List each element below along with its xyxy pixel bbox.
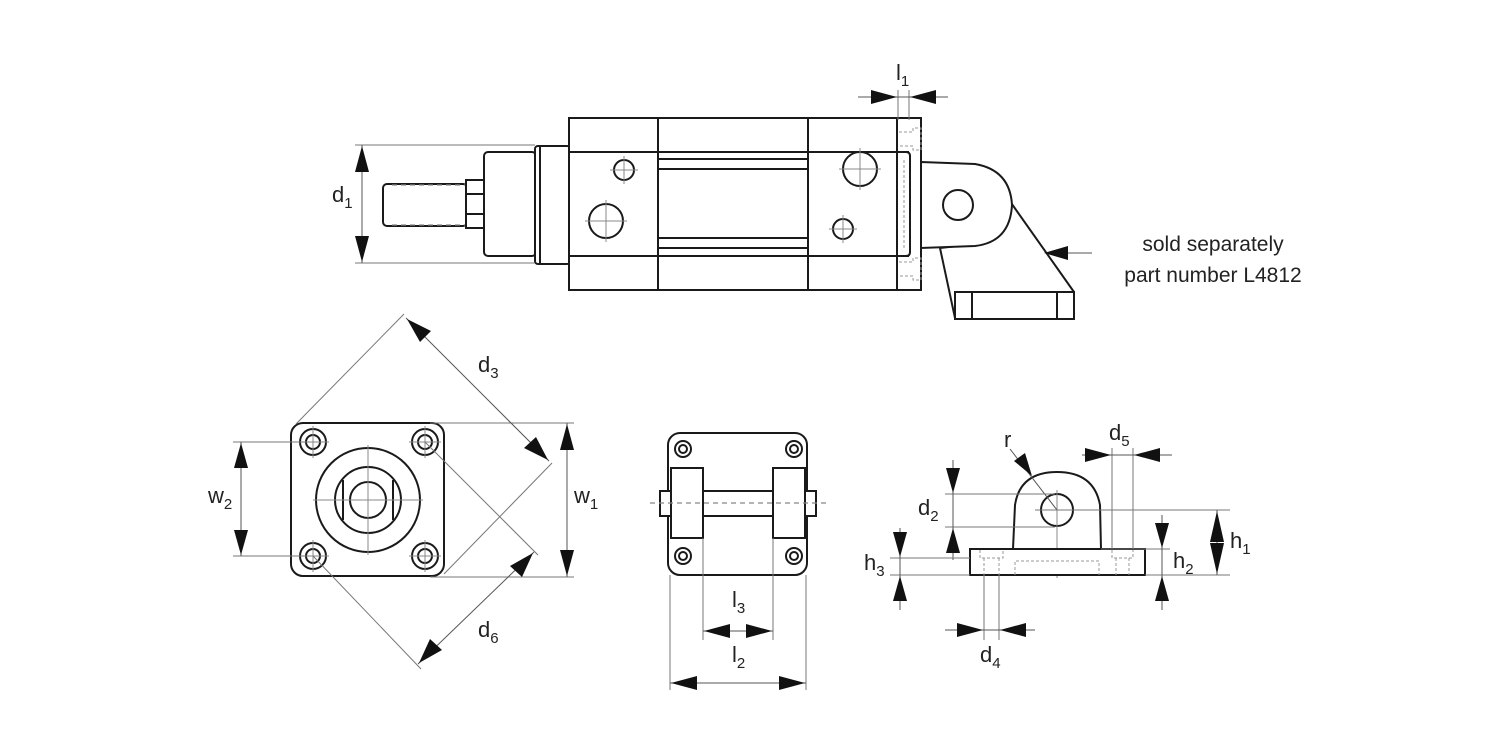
label-w1: w1 bbox=[573, 483, 598, 513]
label-d4: d4 bbox=[980, 642, 1001, 672]
hidden-features bbox=[979, 550, 1134, 575]
ports bbox=[585, 148, 881, 243]
label-d5: d5 bbox=[1109, 420, 1130, 450]
dimension-w2: w2 bbox=[207, 441, 310, 557]
dimension-d1: d1 bbox=[332, 144, 535, 264]
dimension-h1: h1 bbox=[1035, 509, 1251, 575]
front-collar bbox=[483, 151, 537, 257]
note-line-1: sold separately bbox=[1142, 233, 1284, 256]
dimension-l1: l1 bbox=[858, 60, 948, 120]
piston-rod bbox=[382, 183, 468, 227]
label-l2: l2 bbox=[732, 642, 745, 672]
hex-nut bbox=[465, 179, 485, 229]
label-w2: w2 bbox=[207, 483, 232, 513]
dimension-d6: d6 bbox=[312, 441, 539, 670]
label-h2: h2 bbox=[1173, 548, 1194, 578]
dimension-d5: d5 bbox=[1082, 420, 1172, 549]
label-d1: d1 bbox=[332, 182, 353, 212]
dimension-d2: d2 bbox=[918, 460, 1055, 560]
dimension-h2: h2 bbox=[1101, 515, 1230, 610]
label-d2: d2 bbox=[918, 495, 939, 525]
label-d3: d3 bbox=[478, 352, 499, 382]
label-h1: h1 bbox=[1230, 528, 1251, 558]
dimension-l2: l2 bbox=[669, 575, 807, 690]
clevis-bracket bbox=[920, 160, 1075, 320]
bracket-view: r d2 h3 d4 bbox=[864, 420, 1251, 672]
mounting-holes-top bbox=[674, 440, 803, 565]
label-l1: l1 bbox=[896, 60, 909, 90]
label-r: r bbox=[1004, 427, 1011, 452]
side-view: sold separately part number L4812 d1 l1 bbox=[332, 60, 1302, 320]
note-leader bbox=[1044, 246, 1092, 260]
cylinder-body bbox=[568, 117, 922, 291]
note-line-2: part number L4812 bbox=[1124, 264, 1301, 287]
dimension-d3: d3 bbox=[295, 313, 553, 575]
front-view: w2 w1 d3 d6 bbox=[207, 313, 598, 670]
dimension-h3: h3 bbox=[864, 528, 970, 610]
dimension-d4: d4 bbox=[945, 575, 1035, 672]
label-h3: h3 bbox=[864, 550, 885, 580]
dimension-r: r bbox=[1004, 427, 1058, 511]
hidden-screws bbox=[899, 127, 922, 281]
label-l3: l3 bbox=[732, 587, 745, 617]
dimension-w1: w1 bbox=[430, 422, 598, 578]
top-view: l3 l2 bbox=[650, 432, 826, 690]
label-d6: d6 bbox=[478, 617, 499, 647]
dimension-l3: l3 bbox=[702, 538, 774, 640]
